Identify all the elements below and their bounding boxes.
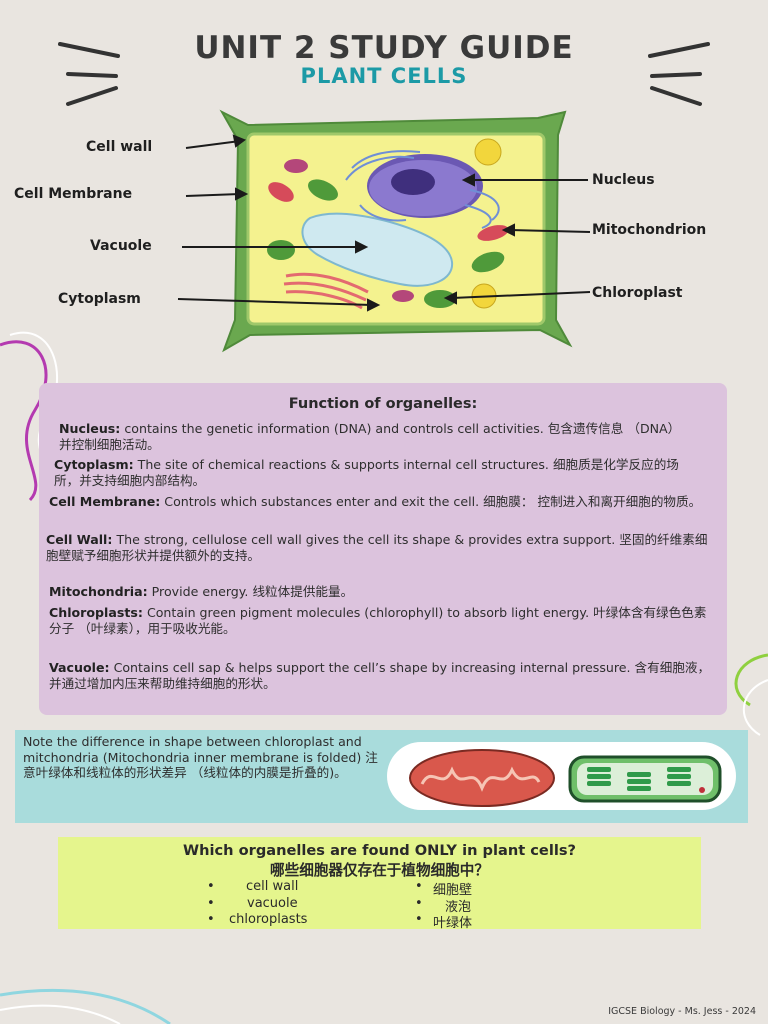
functions-title: Function of organelles: (288, 396, 478, 412)
chloroplast-shape-4 (424, 290, 456, 308)
entry-cell-membrane: Cell Membrane: Controls which substances… (49, 494, 709, 510)
bullet-en-1: • (207, 879, 215, 894)
white-swirl-bottom (0, 1004, 121, 1024)
note-text: Note the difference in shape between chl… (23, 734, 378, 780)
question-title: Which organelles are found ONLY in plant… (182, 842, 576, 859)
page-subtitle: PLANT CELLS (300, 64, 468, 88)
label-cell-membrane: Cell Membrane (14, 186, 133, 202)
white-swirl-right (742, 679, 768, 736)
entry-vacuole: Vacuole: Contains cell sap & helps suppo… (49, 660, 714, 691)
question-panel (58, 837, 701, 929)
answer-en-chloroplasts: chloroplasts (229, 912, 308, 927)
desc-cell-wall: The strong, cellulose cell wall gives th… (46, 532, 708, 563)
label-chloroplast: Chloroplast (592, 285, 683, 301)
term-cell-membrane: Cell Membrane: (49, 494, 161, 509)
nucleolus (391, 169, 435, 195)
mitochondrion-shape-2 (477, 225, 509, 241)
bullet-en-3: • (207, 912, 215, 927)
cristae-folds (420, 766, 541, 792)
vacuole-shape (301, 212, 454, 287)
question-title-chinese: 哪些细胞器仅存在于植物细胞中？ (270, 862, 489, 879)
plant-cell-diagram (177, 109, 591, 353)
footer-credit: IGCSE Biology - Ms. Jess - 2024 (608, 1006, 756, 1017)
answer-zh-chloroplasts: 叶绿体 (433, 916, 473, 931)
entry-cell-wall: Cell Wall: The strong, cellulose cell wa… (46, 532, 716, 563)
granule-shape (474, 138, 502, 166)
desc-nucleus: contains the genetic information (DNA) a… (59, 421, 681, 452)
title-burst-left (58, 42, 120, 106)
desc-chloroplasts: Contain green pigment molecules (chlorop… (49, 605, 707, 636)
title-burst-right (648, 42, 710, 106)
term-cytoplasm: Cytoplasm: (54, 457, 134, 472)
chloroplast-shape-3 (471, 251, 505, 273)
label-cell-wall: Cell wall (86, 139, 153, 155)
entry-chloroplasts: Chloroplasts: Contain green pigment mole… (49, 605, 714, 636)
magenta-swirl (0, 340, 48, 502)
desc-cell-membrane: Controls which substances enter and exit… (164, 494, 702, 509)
thylakoid-stacks (587, 767, 691, 791)
chloroplast-ribosome (699, 787, 705, 793)
bullet-en-2: • (207, 896, 215, 911)
desc-cytoplasm: The site of chemical reactions & support… (54, 457, 679, 488)
answer-zh-cell-wall: 细胞壁 (433, 883, 473, 898)
green-swirl (734, 653, 768, 707)
bullet-zh-2: • (415, 896, 423, 911)
term-chloroplasts: Chloroplasts: (49, 605, 143, 620)
comparison-illustration (409, 749, 722, 807)
term-vacuole: Vacuole: (49, 660, 110, 675)
chloroplast-shape (308, 179, 338, 201)
label-vacuole: Vacuole (90, 238, 152, 254)
desc-vacuole: Contains cell sap & helps support the ce… (49, 660, 711, 691)
label-arrows (177, 134, 591, 312)
entry-cytoplasm: Cytoplasm: The site of chemical reaction… (54, 457, 694, 488)
label-nucleus: Nucleus (592, 172, 655, 188)
entry-nucleus: Nucleus: contains the genetic informatio… (59, 421, 689, 452)
mitochondrion-shape (268, 182, 294, 202)
bullet-zh-1: • (415, 879, 423, 894)
cyan-swirl (0, 988, 171, 1024)
page-title: UNIT 2 STUDY GUIDE (194, 30, 574, 66)
term-nucleus: Nucleus: (59, 421, 121, 436)
functions-panel (39, 383, 727, 715)
term-cell-wall: Cell Wall: (46, 532, 113, 547)
term-mitochondria: Mitochondria: (49, 584, 148, 599)
answer-en-cell-wall: cell wall (246, 879, 299, 894)
mitochondrion-illustration (409, 749, 555, 807)
label-cytoplasm: Cytoplasm (58, 291, 141, 307)
vesicle-shape (284, 159, 308, 173)
endoplasmic-reticulum (345, 150, 500, 229)
label-mitochondrion: Mitochondrion (592, 222, 707, 238)
entry-mitochondria: Mitochondria: Provide energy. 线粒体提供能量。 (49, 584, 709, 600)
bullet-zh-3: • (415, 912, 423, 927)
desc-mitochondria: Provide energy. 线粒体提供能量。 (151, 584, 354, 599)
organelle-comparison-image (387, 742, 736, 810)
chloroplast-shape-2 (267, 240, 295, 260)
vesicle-shape-2 (392, 290, 414, 302)
answer-en-vacuole: vacuole (247, 896, 298, 911)
answer-zh-vacuole: 液泡 (445, 900, 472, 915)
